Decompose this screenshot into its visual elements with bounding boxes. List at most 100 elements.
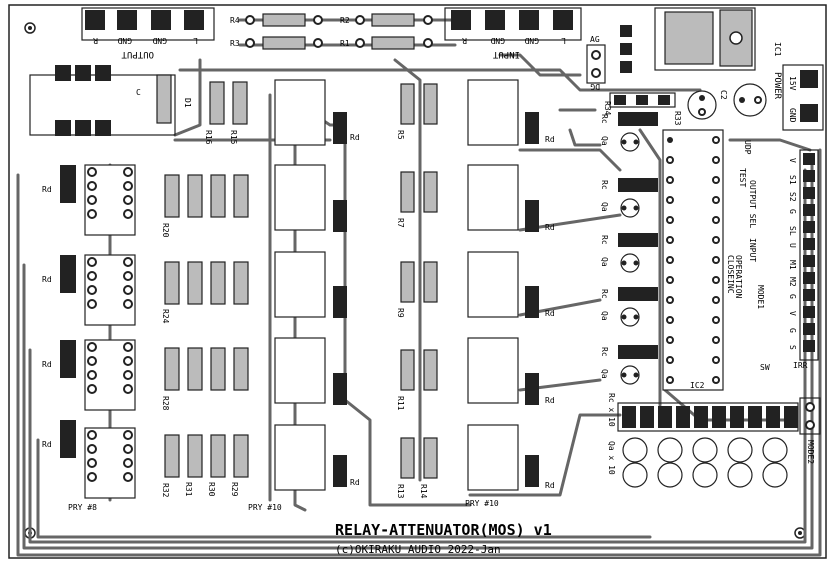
ic1-regulator: IC1 <box>620 7 782 73</box>
rd-resistor: Rd <box>42 255 76 293</box>
svg-text:Rc: Rc <box>600 289 609 299</box>
svg-text:Rd: Rd <box>545 135 555 144</box>
relay <box>84 427 136 499</box>
svg-text:Rc: Rc <box>600 114 609 124</box>
svg-text:GND: GND <box>788 108 797 123</box>
svg-text:R31: R31 <box>184 482 193 497</box>
svg-text:R24: R24 <box>161 309 170 324</box>
resistor-column: R20 R24 R28 R32 <box>161 174 180 498</box>
resistors-r33-r34: R34 R33 <box>603 92 682 126</box>
relay-left-column: PRY #8 <box>68 164 136 512</box>
relay-right-column: Rd Rd Rd Rd Rd PRY #10 <box>465 79 555 508</box>
svg-text:R33: R33 <box>673 111 682 126</box>
svg-text:PRY #10: PRY #10 <box>465 499 499 508</box>
svg-text:POWER: POWER <box>772 72 782 100</box>
svg-text:Rd: Rd <box>42 185 52 194</box>
svg-text:R11: R11 <box>396 396 405 411</box>
svg-text:SW: SW <box>760 363 770 372</box>
ic2: IC2 <box>662 129 724 391</box>
svg-text:IRR: IRR <box>793 361 808 370</box>
svg-text:C: C <box>136 88 141 97</box>
transistor-group: Rc Qa <box>600 345 658 385</box>
relay <box>274 337 326 404</box>
svg-text:Rd: Rd <box>42 440 52 449</box>
svg-text:CLOSEINC: CLOSEINC <box>726 255 735 294</box>
mounting-hole <box>794 527 806 539</box>
svg-text:R5: R5 <box>396 130 405 140</box>
rd-resistor: Rd <box>42 420 76 458</box>
ag-dg-header: AG DG <box>586 35 606 91</box>
mounting-hole <box>24 22 36 34</box>
rd-resistor: Rd <box>525 286 555 318</box>
svg-text:R14: R14 <box>419 484 428 499</box>
svg-text:Qa x 10: Qa x 10 <box>607 441 616 475</box>
svg-text:TEST: TEST <box>738 168 747 187</box>
svg-text:OUTPUT SEL: OUTPUT SEL <box>748 180 757 228</box>
svg-text:R28: R28 <box>161 396 170 411</box>
output-pin-gnd: GND <box>152 36 167 45</box>
svg-text:R7: R7 <box>396 218 405 228</box>
svg-text:MODE2: MODE2 <box>806 440 815 464</box>
svg-text:INPUT: INPUT <box>748 238 757 262</box>
svg-text:M1: M1 <box>788 260 797 270</box>
transistor-group: Rc Qa <box>600 233 658 273</box>
svg-text:S: S <box>788 345 797 350</box>
svg-text:R32: R32 <box>161 483 170 498</box>
svg-text:Rd: Rd <box>42 360 52 369</box>
svg-text:Rd: Rd <box>350 133 360 142</box>
resistor-grid-right: R5 R7 R9 R11 R13 R14 <box>396 83 438 499</box>
svg-text:G: G <box>788 209 797 214</box>
relay <box>84 254 136 326</box>
svg-text:R15: R15 <box>229 130 238 145</box>
svg-text:Qa: Qa <box>600 136 609 146</box>
svg-text:PRY #8: PRY #8 <box>68 503 97 512</box>
output-label: OUTPUT <box>121 49 154 59</box>
side-function-labels: UDP TEST OUTPUT SEL INPUT OPERATION CLOS… <box>726 140 808 372</box>
svg-text:UDP: UDP <box>743 140 752 155</box>
input-label: INPUT <box>492 49 520 59</box>
svg-text:R20: R20 <box>161 223 170 238</box>
resistor-r3: R3 <box>230 36 323 50</box>
svg-text:15V: 15V <box>788 76 797 91</box>
svg-text:V: V <box>788 311 797 316</box>
resistor-r1: R1 <box>340 36 433 50</box>
svg-text:OPERATION: OPERATION <box>734 255 743 299</box>
svg-text:D1: D1 <box>183 98 192 108</box>
svg-text:Rc: Rc <box>600 180 609 190</box>
output-connector: R GND GND L OUTPUT <box>81 7 215 59</box>
capacitor-c2: C2 <box>687 83 767 120</box>
rc-qa-array: Rc x 10 Qa x 10 <box>607 393 799 488</box>
qa-array <box>622 437 788 488</box>
svg-text:PRY #10: PRY #10 <box>248 503 282 512</box>
ic2-pins <box>666 136 720 384</box>
relay <box>84 164 136 236</box>
board-subtitle: (c)OKIRAKU AUDIO 2022-Jan <box>335 543 501 556</box>
relay <box>274 251 326 318</box>
svg-text:G: G <box>788 328 797 333</box>
relay <box>467 164 519 231</box>
svg-text:AG: AG <box>590 35 600 44</box>
relay <box>84 339 136 411</box>
svg-text:R13: R13 <box>396 484 405 499</box>
rd-resistor <box>333 286 347 318</box>
board-title: RELAY-ATTENUATOR(MOS) v1 <box>335 521 552 539</box>
svg-text:R29: R29 <box>230 482 239 497</box>
svg-text:V: V <box>788 158 797 163</box>
svg-text:Rd: Rd <box>545 481 555 490</box>
input-pin-gnd: GND <box>524 36 539 45</box>
transistor-rows: Rc Qa Rc Qa Rc Qa Rc Qa Rc <box>600 112 658 385</box>
rd-resistor: Rd <box>333 112 360 144</box>
transistor-group: Rc Qa <box>600 112 658 152</box>
transistor-group: Rc Qa <box>600 287 658 327</box>
svg-text:MODE1: MODE1 <box>756 285 765 309</box>
input-connector: R GND GND L INPUT <box>444 7 582 59</box>
rc-array <box>622 406 798 428</box>
resistor-r4: R4 <box>230 13 323 27</box>
svg-text:R1: R1 <box>340 39 350 48</box>
svg-text:R30: R30 <box>207 482 216 497</box>
rd-resistor: Rd <box>525 455 555 490</box>
output-pin-gnd: GND <box>117 36 132 45</box>
relay <box>467 337 519 404</box>
svg-text:SL: SL <box>788 226 797 236</box>
rd-resistor: Rd <box>525 373 555 405</box>
